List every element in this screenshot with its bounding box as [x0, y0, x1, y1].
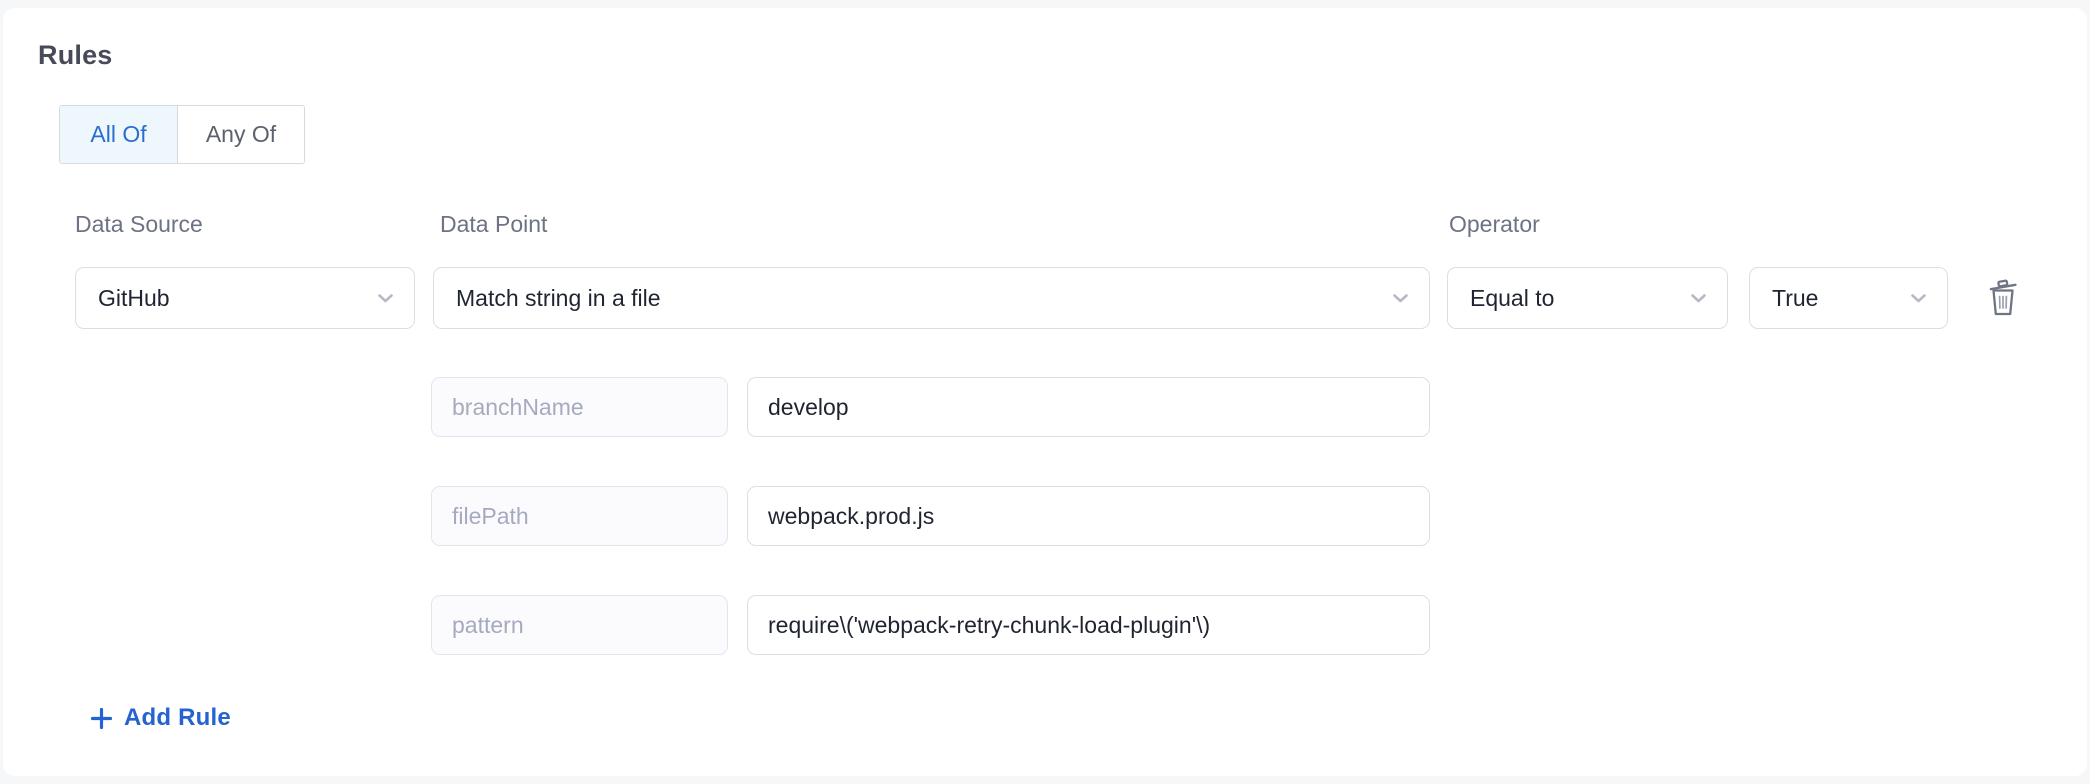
add-rule-button[interactable]: Add Rule [90, 700, 231, 736]
operator-value: Equal to [1470, 284, 1555, 311]
param-value-branchname[interactable] [747, 377, 1430, 437]
param-value-filepath[interactable] [747, 486, 1430, 546]
rules-heading: Rules [38, 40, 113, 70]
data-point-label: Data Point [440, 211, 548, 237]
param-key-pattern[interactable] [431, 595, 728, 655]
add-rule-label: Add Rule [124, 704, 231, 731]
trash-icon [1983, 275, 2023, 324]
toggle-all-of[interactable]: All Of [60, 106, 178, 163]
data-source-select[interactable]: GitHub [75, 267, 415, 329]
param-key-branchname[interactable] [431, 377, 728, 437]
operator-value-select[interactable]: True [1749, 267, 1948, 329]
data-point-value: Match string in a file [456, 284, 661, 311]
operator-select[interactable]: Equal to [1447, 267, 1728, 329]
param-value-pattern[interactable] [747, 595, 1430, 655]
toggle-all-of-label: All Of [90, 121, 147, 147]
chevron-down-icon [377, 293, 394, 304]
data-point-select[interactable]: Match string in a file [433, 267, 1430, 329]
chevron-down-icon [1392, 293, 1409, 304]
rules-card: Rules All Of Any Of Data Source Data Poi… [3, 8, 2087, 776]
toggle-any-of-label: Any Of [205, 121, 277, 147]
plus-icon [90, 707, 113, 730]
delete-rule-button[interactable] [1981, 274, 2025, 324]
toggle-any-of[interactable]: Any Of [178, 106, 304, 163]
data-source-label: Data Source [75, 211, 203, 237]
operator-label: Operator [1449, 211, 1540, 237]
match-mode-toggle: All Of Any Of [59, 105, 305, 164]
operator-value-value: True [1772, 284, 1819, 311]
chevron-down-icon [1910, 293, 1927, 304]
data-source-value: GitHub [98, 284, 170, 311]
param-key-filepath[interactable] [431, 486, 728, 546]
chevron-down-icon [1690, 293, 1707, 304]
